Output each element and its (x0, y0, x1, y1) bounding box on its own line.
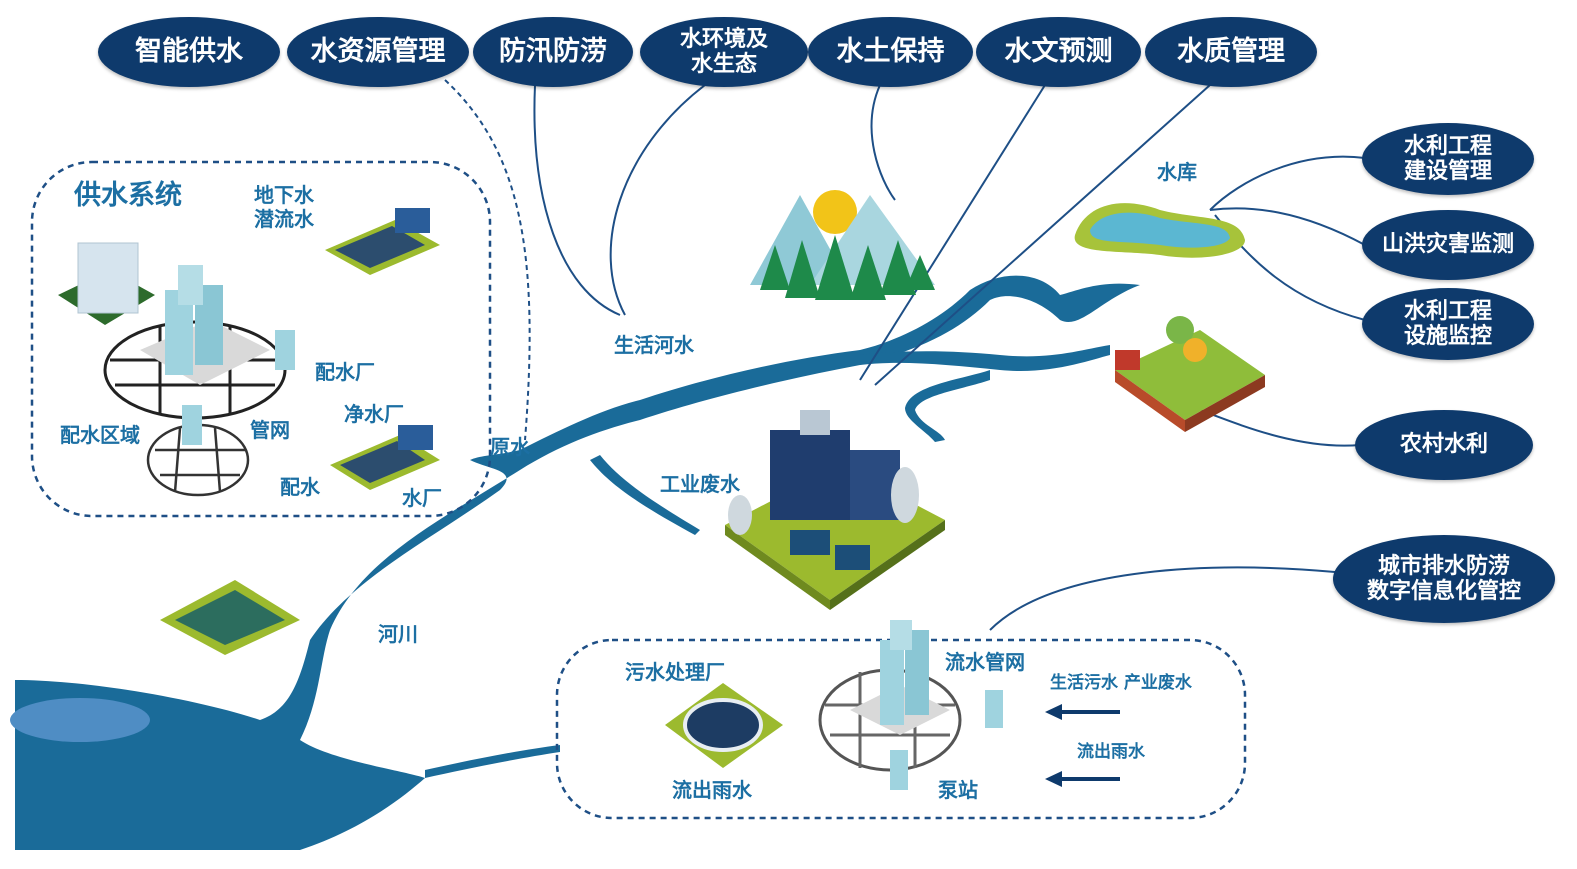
category-label: 水利工程 设施监控 (1403, 298, 1492, 349)
label-waterworks: 水厂 (402, 486, 442, 510)
label-domestic-river: 生活河水 (614, 333, 694, 357)
category-label: 水环境及 水生态 (679, 26, 768, 77)
category-hydrological-forecast[interactable]: 水文预测 (976, 17, 1141, 87)
label-groundwater: 地下水 潜流水 (254, 183, 314, 231)
category-label: 山洪灾害监测 (1381, 232, 1514, 258)
label-reservoir: 水库 (1157, 160, 1197, 184)
category-label: 水利工程 建设管理 (1403, 133, 1492, 184)
category-label: 智能供水 (135, 36, 243, 68)
label-industrial-wastewater: 工业废水 (660, 472, 740, 496)
label-purification-plant: 净水厂 (344, 402, 404, 426)
category-water-ecology[interactable]: 水环境及 水生态 (640, 17, 808, 87)
label-pump-station: 泵站 (938, 778, 978, 802)
category-label: 水资源管理 (310, 36, 446, 68)
supply-system-title: 供水系统 (74, 180, 182, 211)
label-distribution-plant: 配水厂 (315, 360, 375, 384)
label-rainwater-outflow: 流出雨水 (672, 778, 752, 802)
category-soil-conservation[interactable]: 水土保持 (808, 17, 973, 87)
category-flood-control[interactable]: 防汛防涝 (473, 17, 633, 87)
category-smart-water-supply[interactable]: 智能供水 (98, 17, 280, 87)
label-domestic-industrial-sewage: 生活污水 产业废水 (1050, 673, 1192, 693)
river (15, 275, 1140, 850)
category-project-construction[interactable]: 水利工程 建设管理 (1362, 123, 1534, 195)
category-rural-water[interactable]: 农村水利 (1355, 410, 1533, 480)
category-label: 水文预测 (1004, 36, 1113, 68)
label-pipe-network: 管网 (250, 418, 290, 442)
category-label: 水质管理 (1177, 36, 1285, 68)
label-distribution: 配水 (280, 475, 320, 499)
category-label: 水土保持 (836, 36, 945, 68)
category-label: 城市排水防涝 数字信息化管控 (1366, 553, 1521, 604)
label-distribution-area: 配水区域 (60, 423, 140, 447)
category-label: 防汛防涝 (499, 36, 607, 68)
supply-system-frame (30, 160, 492, 518)
label-rainwater-outflow-2: 流出雨水 (1077, 742, 1145, 762)
label-river: 河川 (378, 622, 418, 646)
category-facility-monitoring[interactable]: 水利工程 设施监控 (1362, 288, 1534, 360)
category-water-resources[interactable]: 水资源管理 (287, 17, 469, 87)
category-urban-drainage[interactable]: 城市排水防涝 数字信息化管控 (1333, 535, 1555, 623)
label-raw-water: 原水 (490, 435, 530, 459)
category-flash-flood-monitoring[interactable]: 山洪灾害监测 (1362, 210, 1534, 280)
category-label: 农村水利 (1399, 432, 1488, 458)
category-water-quality[interactable]: 水质管理 (1145, 17, 1317, 87)
label-sewage-plant: 污水处理厂 (625, 660, 725, 684)
label-drain-network: 流水管网 (945, 650, 1025, 674)
